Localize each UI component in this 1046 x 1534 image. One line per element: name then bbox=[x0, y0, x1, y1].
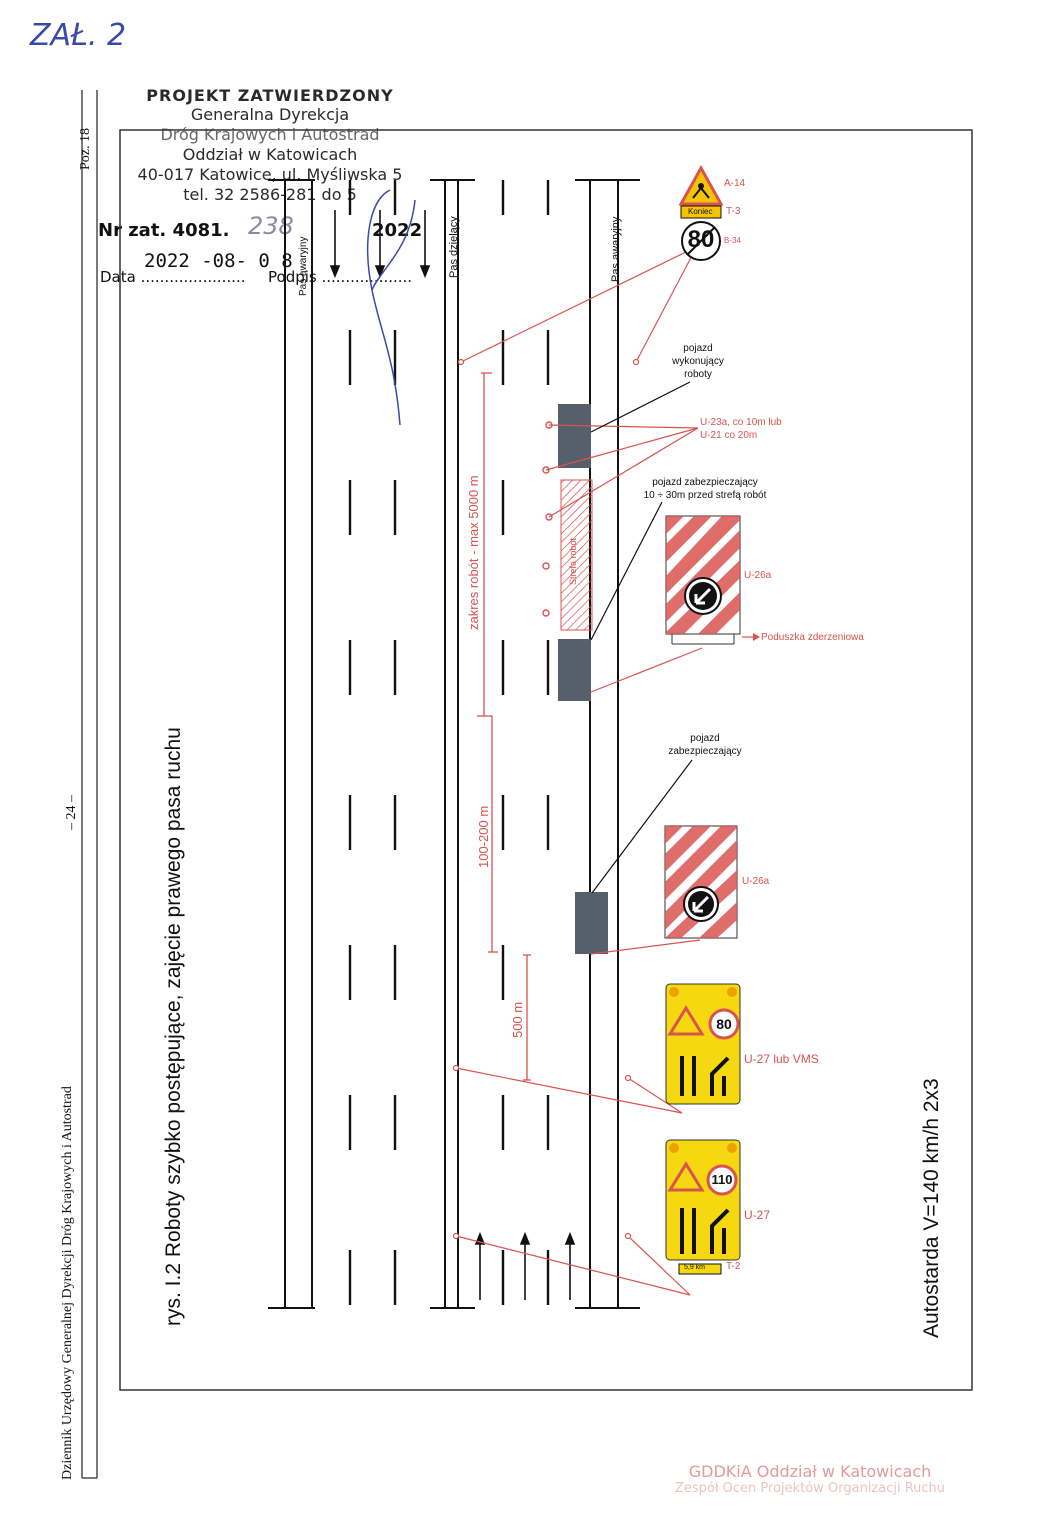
label-cushion: Poduszka zderzeniowa bbox=[761, 632, 864, 643]
figure-caption: rys. I.2 Roboty szybko postępujące, zaję… bbox=[162, 727, 185, 1326]
cones bbox=[542, 421, 553, 617]
drawing-frame bbox=[119, 129, 973, 1391]
lane-dashes bbox=[348, 180, 550, 1305]
label-vehicle-work: pojazd wykonujący roboty bbox=[672, 343, 724, 380]
footer-line2: Zespół Ocen Projektów Organizacji Ruchu bbox=[674, 1481, 946, 1496]
dimensions bbox=[477, 372, 531, 1081]
handwritten-number: 238 bbox=[248, 212, 294, 240]
black-leaders bbox=[590, 381, 693, 894]
sign-u27 bbox=[665, 1139, 741, 1261]
label-t2: T-2 bbox=[726, 1261, 741, 1272]
protection-vehicle-2 bbox=[575, 892, 608, 954]
label-t3: T-3 bbox=[726, 206, 741, 217]
direction-arrows bbox=[329, 210, 576, 1300]
leader-lines bbox=[455, 249, 756, 1296]
work-vehicle bbox=[558, 404, 591, 468]
signature-scribble bbox=[366, 189, 416, 426]
sign-a14 bbox=[678, 164, 724, 206]
label-u27-vms: U-27 lub VMS bbox=[744, 1052, 819, 1066]
stamp-line4: 40-017 Katowice, ul. Myśliwska 5 bbox=[137, 165, 403, 184]
stamp-date-label: Data ...................... bbox=[100, 268, 246, 286]
label-shoulder-left: Pas awaryjny bbox=[298, 236, 309, 296]
label-shoulder-right: Pas awaryjny bbox=[610, 216, 622, 282]
footer-line1: GDDKiA Oddział w Katowicach bbox=[688, 1462, 932, 1481]
handwritten-label: ZAŁ. 2 bbox=[30, 18, 127, 53]
label-protect-vehicle-2: pojazd zabezpieczający bbox=[668, 733, 742, 757]
stamp-title: PROJEKT ZATWIERDZONY bbox=[146, 86, 394, 105]
approval-stamp: PROJEKT ZATWIERDZONY Generalna Dyrekcja … bbox=[110, 86, 430, 205]
road bbox=[268, 179, 640, 1309]
stamp-line1: Generalna Dyrekcja bbox=[190, 105, 350, 124]
label-b34: B-34 bbox=[724, 236, 741, 245]
label-divider: Pas dzielący bbox=[448, 216, 460, 278]
stamp-nr: Nr zat. 4081. bbox=[98, 220, 230, 241]
label-a14: A-14 bbox=[724, 178, 746, 189]
work-zone-label: Strefa robót bbox=[568, 537, 578, 585]
sign-b34 bbox=[681, 221, 721, 261]
footer-stamp: GDDKiA Oddział w Katowicach Zespół Ocen … bbox=[620, 1462, 1000, 1496]
work-zone bbox=[560, 479, 593, 631]
label-u26a-2: U-26a bbox=[742, 876, 770, 887]
label-u27-vms-limit: 80 bbox=[716, 1016, 732, 1032]
dim-gap: 100-200 m bbox=[476, 805, 491, 868]
sign-t2 bbox=[678, 1263, 722, 1275]
sign-t3 bbox=[680, 205, 722, 219]
label-u27-limit: 110 bbox=[711, 1172, 733, 1187]
sign-u27-vms bbox=[665, 983, 741, 1105]
sign-u26a-2 bbox=[664, 825, 738, 939]
dim-advance: 500 m bbox=[510, 1001, 525, 1038]
road-type-label: Autostarda V=140 km/h 2x3 bbox=[920, 1078, 943, 1338]
label-t3-text: Koniec bbox=[688, 207, 713, 216]
dim-work-range: zakres robót - max 5000 m bbox=[466, 475, 481, 630]
sign-u26a-1 bbox=[665, 515, 741, 635]
label-protect-vehicle: pojazd zabezpieczający 10 ÷ 30m przed st… bbox=[643, 477, 767, 501]
stamp-date: 2022 -08- 0 8 bbox=[144, 250, 293, 272]
label-b34-value: 80 bbox=[687, 226, 715, 253]
label-u26a-1: U-26a bbox=[744, 570, 772, 581]
label-t2-value: 5,9 km bbox=[684, 1264, 706, 1271]
stamp-line3: Oddział w Katowicach bbox=[182, 145, 358, 164]
label-u27: U-27 bbox=[744, 1208, 771, 1222]
protection-vehicle-1 bbox=[558, 639, 591, 701]
label-cones: U-23a, co 10m lub U-21 co 20m bbox=[700, 417, 782, 441]
stamp-line5: tel. 32 2586-281 do 5 bbox=[183, 185, 357, 204]
